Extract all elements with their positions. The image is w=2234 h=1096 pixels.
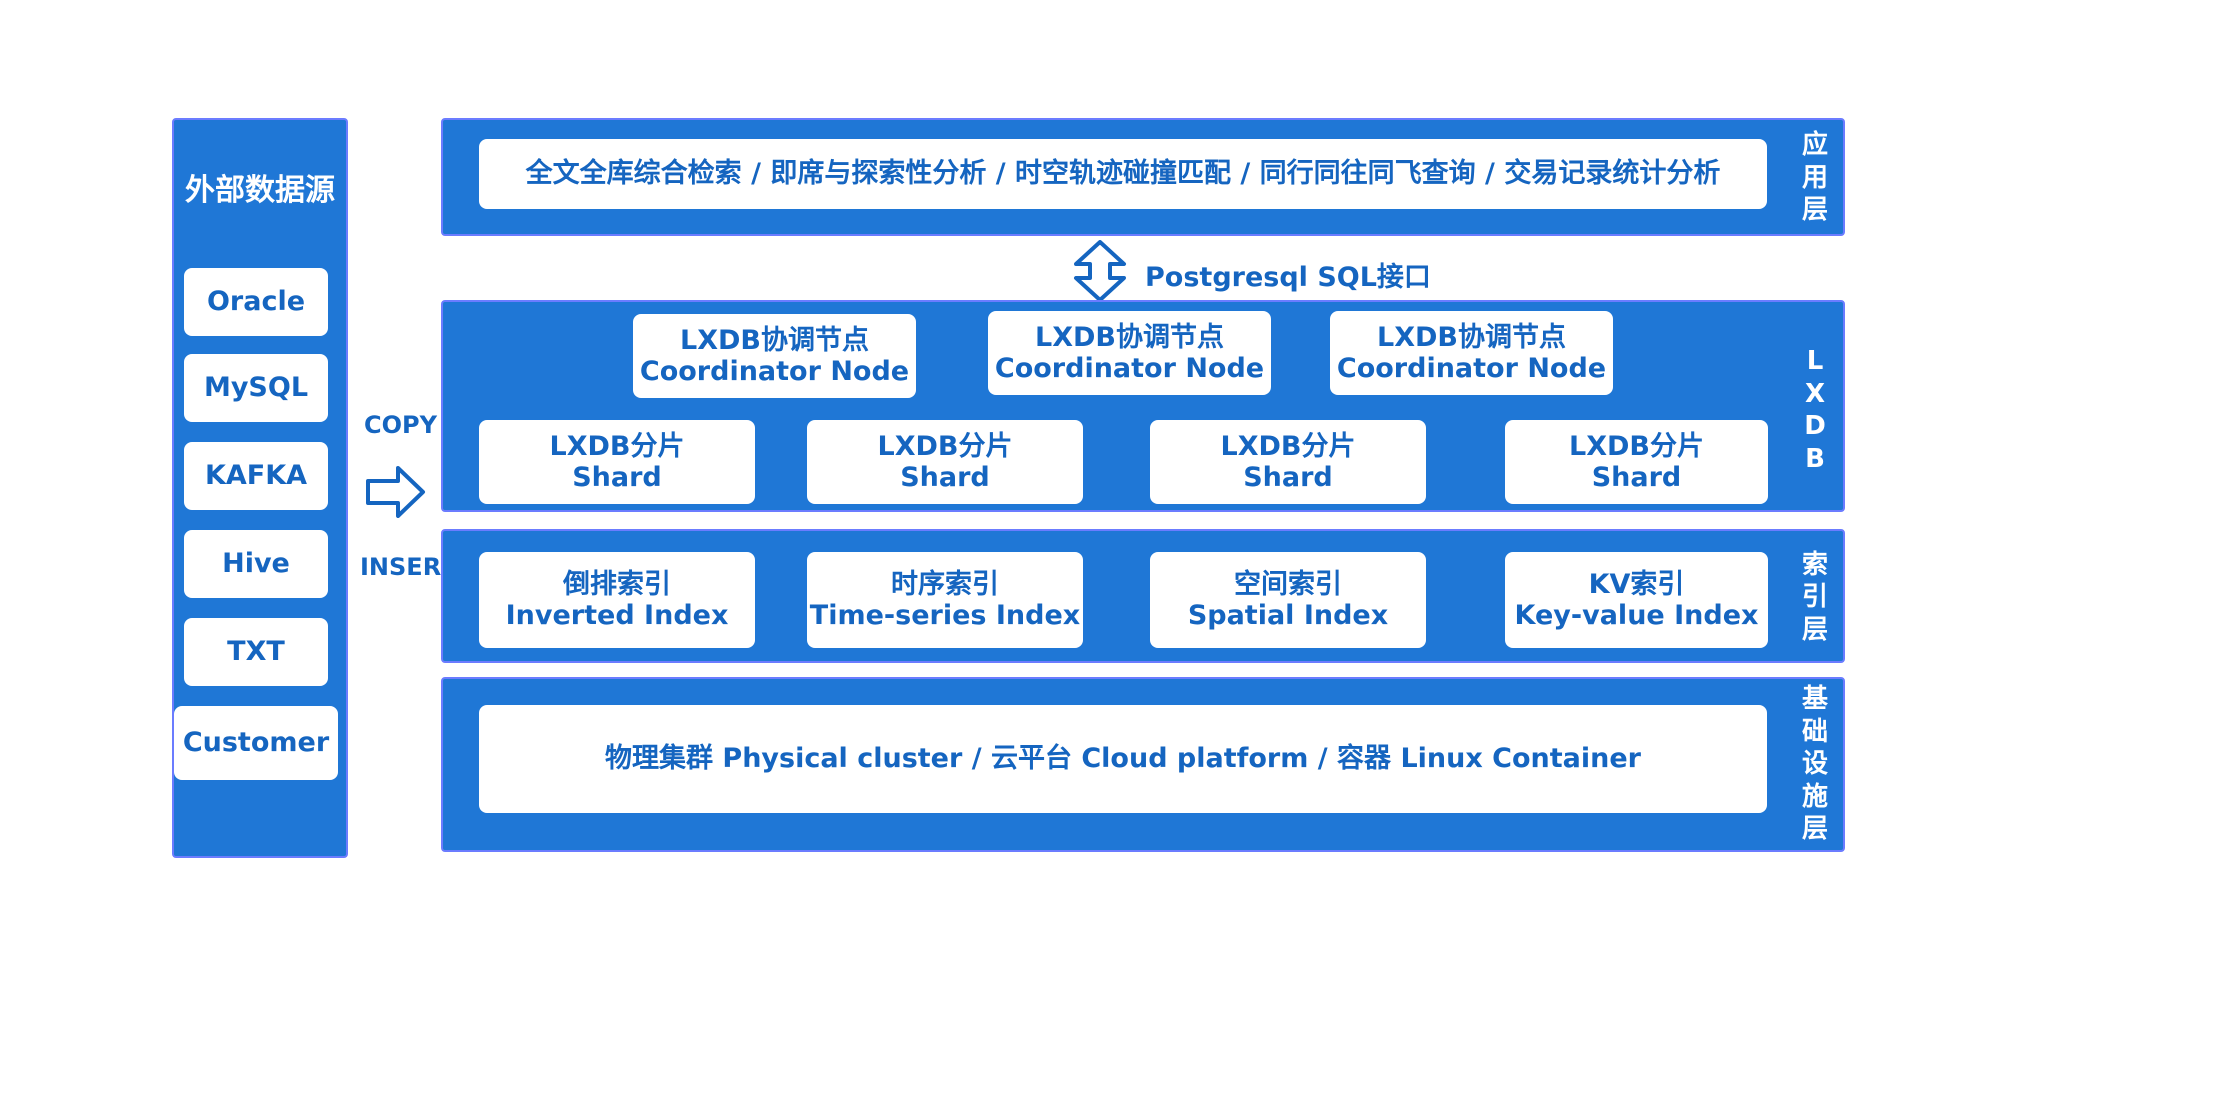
application-layer-label: 应 用 层 (1801, 130, 1828, 226)
copy-label: COPY (364, 411, 437, 439)
application-functions-box: 全文全库综合检索 / 即席与探索性分析 / 时空轨迹碰撞匹配 / 同行同往同飞查… (479, 139, 1767, 209)
source-mysql: MySQL (184, 354, 328, 422)
source-hive: Hive (184, 530, 328, 598)
source-customer: Customer (174, 706, 338, 780)
infrastructure-layer-label: 基 础 设 施 层 (1801, 684, 1828, 845)
source-oracle: Oracle (184, 268, 328, 336)
index-layer-label: 索 引 层 (1801, 549, 1828, 645)
infrastructure-box: 物理集群 Physical cluster / 云平台 Cloud platfo… (479, 705, 1767, 813)
bidirectional-arrow-icon (1074, 240, 1126, 302)
sql-interface-label: Postgresql SQL接口 (1145, 262, 1431, 293)
source-txt: TXT (184, 618, 328, 686)
external-sources-title: 外部数据源 (185, 173, 335, 208)
source-kafka: KAFKA (184, 442, 328, 510)
lxdb-layer-label: L X D B (1804, 346, 1826, 474)
right-arrow-icon (366, 466, 425, 518)
insert-label: INSER (360, 553, 442, 581)
